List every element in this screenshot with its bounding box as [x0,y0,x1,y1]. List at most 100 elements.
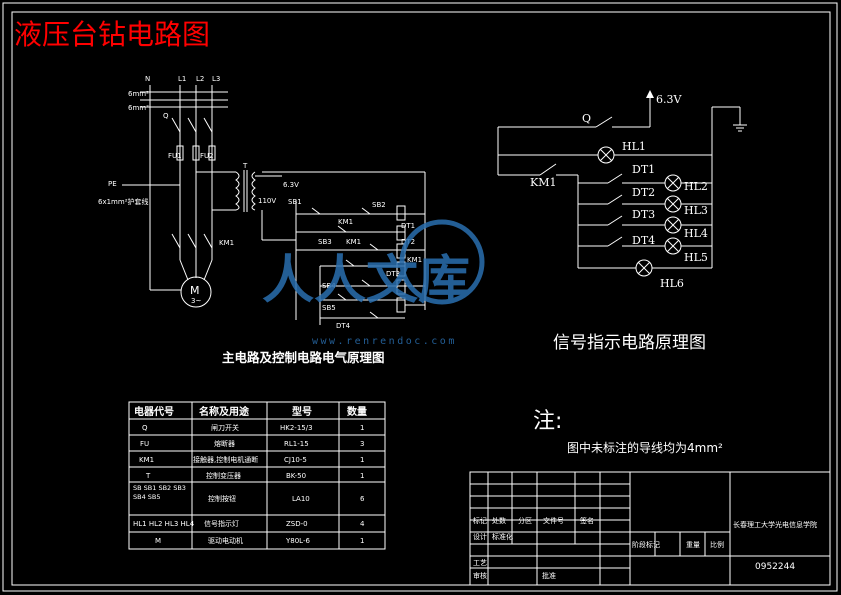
watermark-brand: 人人文库 [262,251,470,311]
signal-circuit-caption: 信号指示电路原理图 [553,333,706,353]
contact-label: DT4 [632,234,655,247]
contact-sb2 [361,207,371,215]
table-cell: 控制变压器 [206,471,241,480]
table-cell: 控制按钮 [208,494,236,503]
main-circuit: N L1 L2 L3 6mm² 6mm² Q FU1 FU2 PE 6x1mm²… [98,75,426,365]
table-cell: FU [140,440,149,448]
title-block-cell: 批准 [542,571,556,580]
lamp-label: HL1 [622,140,646,153]
contact-label: DT1 [401,222,415,230]
table-cell-wrap: SB SB1 SB2 SB3 SB4 SB5 [133,484,186,501]
table-cell: T [145,472,151,480]
school-name: 长春理工大学光电信息学院 [733,520,817,529]
signal-voltage-label: 6.3V [656,93,682,106]
contact-label: SB5 [322,304,336,312]
transformer-label: T [242,162,248,170]
contact-label: KM1 [346,238,361,246]
fuse-label: FU1 [168,152,182,160]
voltage-63-label: 6.3V [283,181,299,189]
table-cell: Y80L-6 [285,537,310,545]
drawing-title: 液压台钻电路图 [14,18,210,51]
bus-note: 6mm² [128,90,149,98]
motor-sub-label: 3~ [191,297,201,305]
voltage-110-label: 110V [258,197,276,205]
table-cell: ZSD-0 [286,520,308,528]
title-block-cell: 文件号 [543,516,564,525]
motor-symbol [180,276,212,308]
contact-label: SB2 [372,201,386,209]
table-cell: 1 [360,456,364,464]
fuse [192,145,200,161]
note-text: 图中未标注的导线均为4mm² [567,440,723,455]
title-block-cell: 重量 [686,541,700,549]
pe-label: PE [108,180,117,188]
contact-sb5 [337,293,347,301]
table-cell: 闸刀开关 [211,423,239,432]
phase-label-l3: L3 [212,75,220,83]
lamp-label: HL4 [684,227,708,240]
table-cell: 3 [360,440,364,448]
motor-label: M [190,284,200,297]
table-cell: 1 [360,424,364,432]
contact-label: SB1 [288,198,302,206]
title-block-cell: 工艺 [473,559,487,567]
q-label: Q [163,112,169,120]
table-cell: M [155,537,161,545]
contact-sb4 [361,279,371,287]
signal-circuit: Q 6.3V KM1 HL1 DT1 [497,90,747,353]
dt3-row: DT3 HL4 [578,208,712,240]
note-heading: 注: [533,409,562,434]
phase-label-l2: L2 [196,75,204,83]
contact-sb1 [311,207,321,215]
inner-frame [11,11,831,586]
table-header: 型号 [292,405,312,418]
contact-label: DT3 [632,208,655,221]
q-switch-blade [171,117,181,133]
watermark: 人人文库 www.renrendoc.com [262,219,485,347]
q-switch-blade [203,117,213,133]
title-block: 标记 处数 分区 文件号 签名 设计 标准化 审核 工艺 批准 阶段标记 重量 … [469,471,831,586]
contact-label: DT2 [632,186,655,199]
table-cell: SB SB1 SB2 SB3 SB4 SB5 [133,484,186,501]
table-cell: HL1 HL2 HL3 HL4 [133,520,195,528]
table-cell: HK2-15/3 [280,424,313,432]
title-block-cell: 标准化 [492,532,513,541]
watermark-ring [399,219,485,305]
title-block-cell: 分区 [518,516,532,525]
lamp-hl1: HL1 [597,140,646,164]
lamp-label: HL2 [684,180,708,193]
title-block-cell: 审核 [473,571,487,580]
km1-main-contact [203,233,213,249]
title-block-cell: 设计 [473,532,487,541]
contact-label: KM1 [338,218,353,226]
contact-label: DT3 [386,270,400,278]
table-cell: CJ10-5 [284,456,307,464]
lamp-label: HL5 [684,251,708,264]
phase-label-n: N [145,75,150,83]
table-cell: 1 [360,472,364,480]
km1-main-contact [187,233,197,249]
contact-label: KM1 [407,256,422,264]
phase-label-l1: L1 [178,75,186,83]
table-cell: 6 [360,495,365,503]
transformer-secondary-coil [251,171,256,211]
table-cell: 信号指示灯 [204,519,239,528]
contact-dt4 [369,311,379,319]
table-cell: LA10 [292,495,310,503]
table-cell: 熔断器 [214,439,235,448]
table-cell: BK-50 [286,472,306,480]
contact-label: DT1 [632,163,655,176]
title-block-cell: 签名 [580,516,594,525]
drawing-number: 0952244 [755,562,795,572]
signal-q-label: Q [582,112,591,125]
pe-note: 6x1mm²护套线 [98,197,149,206]
fuse [176,145,184,161]
table-cell: 接触器,控制电机通断 [193,455,258,464]
coil-dt1 [396,225,406,241]
coil-ka1 [396,205,406,221]
contact-sb3 [345,259,355,267]
title-block-cell: 阶段标记 [632,540,660,549]
table-cell: RL1-15 [284,440,309,448]
transformer-primary-coil [235,171,240,211]
